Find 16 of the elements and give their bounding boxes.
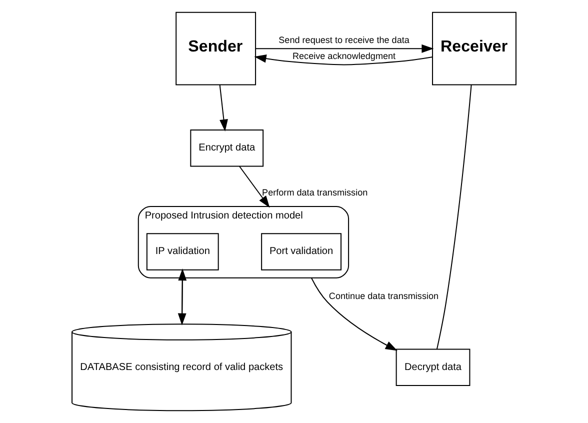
node-box: Sender (176, 12, 256, 86)
edge-label: Send request to receive the data (278, 34, 410, 45)
node-box: IP validation (146, 233, 219, 270)
edge-label: Perform data transmission (262, 188, 368, 198)
connector (436, 84, 472, 350)
edge-label: Continue data transmission (328, 291, 439, 302)
arrow (256, 44, 434, 53)
arrow (239, 166, 270, 208)
node-box: Port validation (261, 233, 342, 270)
arrow (219, 84, 228, 132)
node-box: Decrypt data (396, 348, 470, 386)
node-box: Encrypt data (190, 130, 264, 167)
arrow (254, 54, 433, 66)
edge-label: Receive acknowledgment (292, 50, 396, 61)
node-box: Receiver (432, 12, 516, 86)
arrow (310, 278, 398, 351)
